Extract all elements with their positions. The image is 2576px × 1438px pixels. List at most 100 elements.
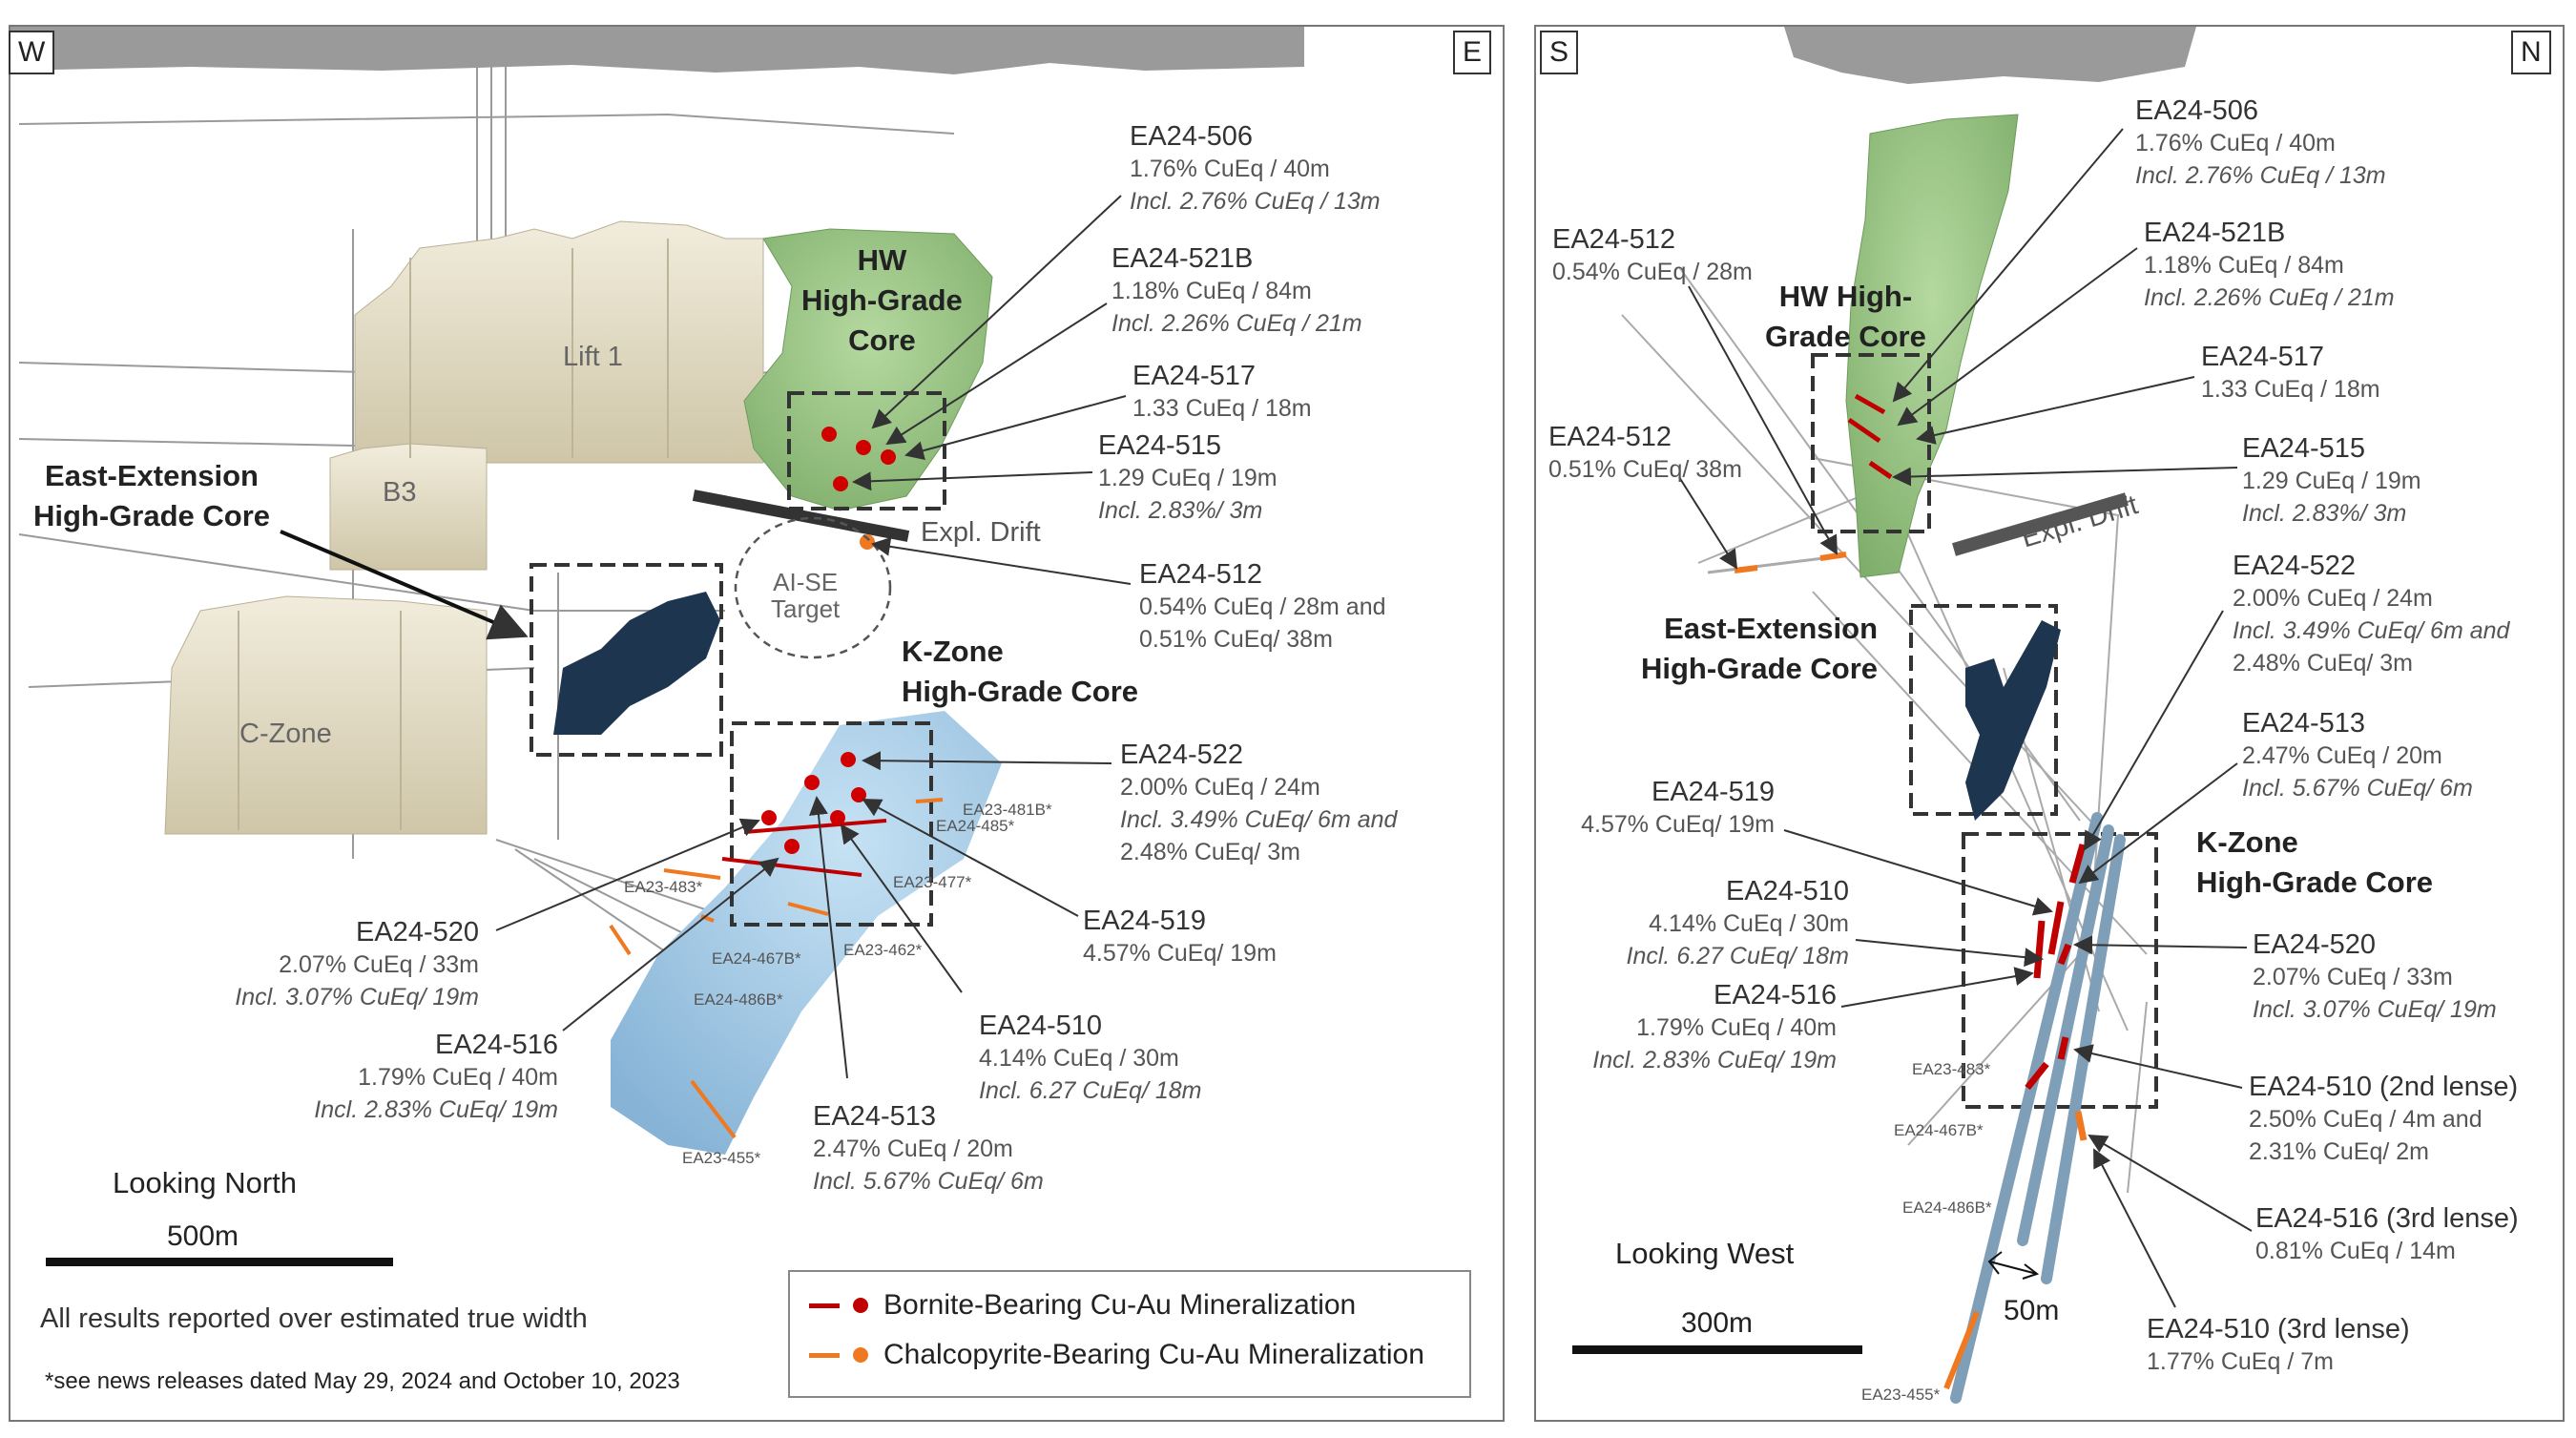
historic-hole-label: EA23-481B* xyxy=(963,801,1052,819)
expl-drift-label: Expl. Drift xyxy=(921,517,1041,548)
east-ext-box xyxy=(530,563,723,757)
assay-result: 0.81% CuEq / 14m xyxy=(2255,1238,2456,1264)
orange-line-swatch xyxy=(809,1352,840,1358)
assay-result: 1.18% CuEq / 84m xyxy=(1111,278,1312,304)
expl-drift xyxy=(692,490,910,542)
drill-hole-id: EA24-510 (3rd lense) xyxy=(2147,1314,2410,1344)
scale-label-right: 300m xyxy=(1681,1307,1754,1339)
hw-core-box-right xyxy=(1811,353,1931,533)
drill-hole-id: EA24-506 xyxy=(1130,121,1253,152)
drill-callout-right-ea24-516-3rd-lense-: EA24-516 (3rd lense) 0.81% CuEq / 14m xyxy=(2255,1202,2519,1267)
drill-hole-id: EA24-522 xyxy=(1120,740,1243,770)
east-direction-label: E xyxy=(1453,31,1492,74)
drill-hole-id: EA24-521B xyxy=(1111,243,1254,274)
east-ext-box-right xyxy=(1909,604,2058,816)
hw-core-label-right: HW High- Grade Core xyxy=(1765,280,1926,353)
drill-hole-id: EA24-519 xyxy=(1083,906,1206,936)
lift1-solid xyxy=(354,220,764,464)
true-width-note: All results reported over estimated true… xyxy=(40,1303,588,1334)
assay-result: 2.47% CuEq / 20m xyxy=(813,1136,1013,1162)
assay-result: 2.50% CuEq / 4m and xyxy=(2249,1106,2483,1133)
assay-result: Incl. 2.76% CuEq / 13m xyxy=(2135,162,2386,189)
legend-item-bornite: Bornite-Bearing Cu-Au Mineralization xyxy=(809,1289,1356,1322)
drill-hole-id: EA24-522 xyxy=(2233,551,2356,581)
assay-result: Incl. 2.83% CuEq/ 19m xyxy=(314,1096,558,1123)
assay-result: 2.07% CuEq / 33m xyxy=(2253,964,2453,990)
south-direction-label: S xyxy=(1540,31,1579,74)
legend: Bornite-Bearing Cu-Au Mineralization Cha… xyxy=(788,1270,1471,1398)
terrain-surface xyxy=(10,27,1304,74)
assay-result: 1.18% CuEq / 84m xyxy=(2144,252,2344,279)
drill-hole-id: EA24-510 xyxy=(979,1011,1102,1041)
ai-se-target-label: AI-SE Target xyxy=(771,568,841,623)
assay-result: Incl. 3.07% CuEq/ 19m xyxy=(235,984,479,1011)
kzone-label: K-Zone High-Grade Core xyxy=(902,635,1139,708)
drill-hole-id: EA24-521B xyxy=(2144,218,2286,248)
assay-result: Incl. 6.27 CuEq/ 18m xyxy=(979,1077,1202,1104)
assay-result: 1.29 CuEq / 19m xyxy=(2242,468,2421,494)
assay-result: 0.51% CuEq/ 38m xyxy=(1139,626,1333,653)
drill-hole-id: EA24-520 xyxy=(2253,929,2376,960)
historic-hole-label: EA24-486B* xyxy=(694,990,783,1009)
assay-result: Incl. 5.67% CuEq/ 6m xyxy=(2242,775,2473,802)
west-direction-label: W xyxy=(9,31,55,74)
assay-result: 0.54% CuEq / 28m and xyxy=(1139,594,1386,620)
east-ext-solid xyxy=(553,592,720,735)
east-ext-label-right: East-Extension High-Grade Core xyxy=(1641,612,1879,685)
east-ext-arrow xyxy=(280,530,529,640)
drill-hole-id: EA24-510 (2nd lense) xyxy=(2249,1072,2519,1102)
red-line-swatch xyxy=(809,1303,840,1308)
historic-hole-label: EA24-486B* xyxy=(1902,1198,1992,1217)
assay-result: Incl. 6.27 CuEq/ 18m xyxy=(1626,943,1849,969)
assay-result: 2.00% CuEq / 24m xyxy=(2233,585,2433,612)
hw-core-label: HW High-Grade Core xyxy=(801,243,963,357)
orange-dot-swatch xyxy=(853,1347,868,1363)
drill-hole-id: EA24-516 (3rd lense) xyxy=(2255,1203,2519,1234)
assay-result: Incl. 2.83%/ 3m xyxy=(2242,500,2407,527)
assay-result: 1.33 CuEq / 18m xyxy=(2201,376,2380,403)
assay-result: 2.47% CuEq / 20m xyxy=(2242,742,2442,769)
scale-label-left: 500m xyxy=(167,1220,239,1252)
bornite-intercepts xyxy=(761,427,896,854)
assay-result: 4.57% CuEq/ 19m xyxy=(1581,811,1775,838)
north-direction-label: N xyxy=(2511,31,2551,74)
east-ext-label: East-Extension High-Grade Core xyxy=(33,459,271,532)
drill-hole-id: EA24-516 xyxy=(435,1030,558,1060)
assay-result: Incl. 3.49% CuEq/ 6m and xyxy=(2233,617,2510,644)
historic-hole-label: EA23-483* xyxy=(1912,1060,1991,1078)
drill-hole-id: EA24-506 xyxy=(2135,95,2258,126)
assay-result: 1.79% CuEq / 40m xyxy=(358,1064,558,1091)
historic-hole-label: EA24-467B* xyxy=(712,949,801,968)
assay-result: Incl. 2.26% CuEq / 21m xyxy=(1111,310,1362,337)
callout-arrows-left xyxy=(495,195,1132,1079)
footnote: *see news releases dated May 29, 2024 an… xyxy=(45,1368,680,1394)
legend-chalcopyrite-label: Chalcopyrite-Bearing Cu-Au Mineralizatio… xyxy=(883,1339,1424,1370)
hw-core-box xyxy=(787,391,946,511)
historic-hole-label: EA23-477* xyxy=(893,873,972,891)
drill-callout-right-ea24-510-3rd-lense-: EA24-510 (3rd lense)1.77% CuEq / 7m xyxy=(2147,1313,2410,1378)
assay-result: 2.07% CuEq / 33m xyxy=(279,951,479,978)
drill-hole-id: EA24-515 xyxy=(1098,430,1221,461)
drill-hole-id: EA24-512 xyxy=(1139,559,1262,590)
kzone-box-right xyxy=(1962,832,2158,1109)
drill-hole-id: EA24-516 xyxy=(1714,980,1837,1011)
scale-bar-300m xyxy=(1572,1345,1862,1354)
assay-result: 2.48% CuEq/ 3m xyxy=(2233,650,2413,677)
red-dot-swatch xyxy=(853,1298,868,1313)
historic-hole-label: EA23-455* xyxy=(682,1149,761,1167)
assay-result: Incl. 3.49% CuEq/ 6m and xyxy=(1120,806,1398,833)
drill-hole-id: EA24-513 xyxy=(813,1101,936,1132)
